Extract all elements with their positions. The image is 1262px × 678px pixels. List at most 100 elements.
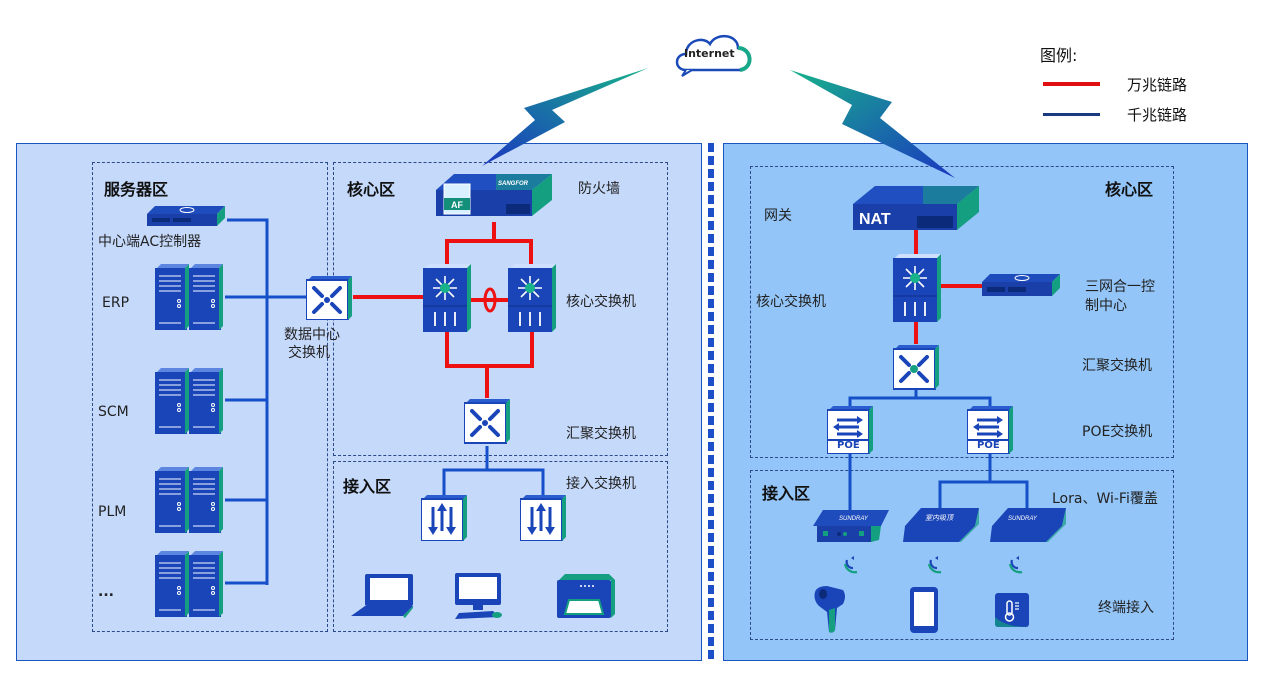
printer-icon (557, 574, 615, 618)
agg-switch-right-label: 汇聚交换机 (1082, 358, 1152, 374)
cloud-icon (675, 35, 752, 77)
firewall-label: 防火墙 (578, 181, 620, 197)
controller-appliance-icon (147, 206, 225, 226)
core-switch-icon (892, 253, 942, 323)
core-zone-right (750, 166, 1174, 458)
access-zone-left (333, 461, 668, 632)
server-scm[interactable] (154, 367, 227, 438)
server-label-plm: PLM (98, 504, 127, 520)
core-switch-icon (507, 263, 557, 333)
server-plm[interactable] (154, 466, 227, 537)
ac-controller-label: 中心端AC控制器 (98, 234, 202, 250)
server-label-scm: SCM (98, 404, 129, 420)
server-more[interactable] (154, 550, 227, 621)
nat-gateway-icon: NAT (853, 186, 979, 230)
ap-brand: SUNDRAY (839, 516, 869, 522)
poe-switch-b[interactable]: POE (965, 404, 1015, 458)
core-switch-icon (423, 264, 471, 332)
terminal-access-label: 终端接入 (1098, 600, 1154, 616)
terminal-laptop[interactable] (351, 572, 417, 622)
ap-brand: SUNDRAY (1008, 516, 1038, 522)
ceiling-ap-icon: 室内吸顶 (903, 508, 979, 542)
desktop-computer-icon (455, 573, 502, 619)
legend-ten-gig-swatch (1043, 82, 1100, 86)
legend-title: 图例: (1040, 46, 1078, 65)
panel-divider (708, 143, 714, 663)
access-switch-a[interactable] (420, 495, 467, 545)
indoor-ap-b[interactable]: SUNDRAY (990, 508, 1066, 548)
access-zone-left-title: 接入区 (343, 477, 392, 496)
nat-label: NAT (859, 211, 891, 228)
ceiling-ap-icon: SUNDRAY (990, 508, 1066, 542)
ac-controller-device[interactable] (147, 204, 227, 228)
core-switch-right[interactable] (892, 253, 942, 326)
agg-switch-left[interactable] (463, 398, 512, 448)
poe-switch-label: POE交换机 (1082, 424, 1153, 440)
controller-appliance-icon (982, 274, 1060, 296)
server-erp[interactable] (155, 263, 227, 334)
access-switch-b[interactable] (518, 493, 568, 545)
internet-label: Internet (684, 47, 735, 60)
indoor-ap-a[interactable]: 室内吸顶 (903, 508, 979, 548)
server-rack-icon (154, 550, 224, 618)
access-zone-right-title: 接入区 (762, 484, 811, 503)
core-switch-right-label: 核心交换机 (756, 294, 826, 310)
internet-cloud: Internet (672, 30, 756, 78)
aggregation-switch-icon (305, 276, 352, 321)
nat-gateway-device[interactable]: NAT (853, 186, 979, 236)
outdoor-ap-icon: SUNDRAY (813, 510, 889, 542)
aggregation-switch-icon (463, 399, 510, 444)
server-label-more: ... (98, 584, 114, 600)
control-center-label-1: 三网合一控 (1085, 279, 1155, 295)
terminal-barcode-scanner[interactable] (813, 586, 849, 638)
lora-gateway-ap[interactable]: SUNDRAY (811, 508, 889, 550)
firewall-badge: AF (451, 200, 463, 210)
wireless-signal-icon (843, 556, 865, 578)
core-zone-left-title: 核心区 (347, 180, 396, 199)
control-center-label-2: 制中心 (1085, 298, 1127, 314)
dc-switch-label-2: 交换机 (288, 345, 330, 361)
terminal-desktop[interactable] (453, 573, 503, 623)
core-switch-left-b[interactable] (507, 263, 557, 336)
wireless-signal-icon (927, 556, 949, 578)
thermometer-sensor-icon (995, 593, 1029, 627)
agg-switch-right[interactable] (892, 344, 941, 394)
access-switch-icon (518, 493, 568, 543)
dc-switch-device[interactable] (305, 276, 354, 324)
firewall-brand: SANGFOR (498, 181, 529, 187)
server-zone-title: 服务器区 (104, 180, 169, 199)
access-zone-right (750, 470, 1174, 640)
firewall-device[interactable]: AF SANGFOR (436, 172, 552, 224)
gateway-label: 网关 (764, 208, 792, 224)
poe-switch-icon (826, 406, 873, 455)
legend-ten-gig-label: 万兆链路 (1127, 76, 1188, 94)
poe-switch-a[interactable]: POE (826, 406, 873, 458)
core-zone-right-title: 核心区 (1105, 180, 1154, 199)
mobile-phone-icon (910, 587, 938, 633)
terminal-thermometer-sensor[interactable] (995, 593, 1031, 633)
dc-switch-label-1: 数据中心 (284, 327, 340, 343)
server-label-erp: ERP (102, 295, 130, 311)
terminal-mobile-phone[interactable] (910, 587, 938, 637)
server-rack-icon (154, 367, 224, 435)
agg-switch-left-label: 汇聚交换机 (566, 426, 636, 442)
legend-gig-label: 千兆链路 (1127, 106, 1188, 124)
barcode-scanner-icon (814, 586, 845, 633)
poe-badge: POE (837, 440, 860, 451)
firewall-icon: AF SANGFOR (436, 174, 552, 216)
legend-gig-swatch (1043, 113, 1100, 116)
terminal-printer[interactable] (555, 570, 617, 624)
core-switch-left-label: 核心交换机 (566, 294, 636, 310)
core-switch-left-a[interactable] (423, 264, 471, 336)
control-center-device[interactable] (982, 272, 1062, 302)
coverage-label: Lora、Wi-Fi覆盖 (1052, 491, 1158, 507)
server-zone (92, 162, 328, 632)
aggregation-switch-icon (892, 345, 939, 390)
server-rack-icon (154, 466, 224, 534)
access-switch-icon (420, 495, 467, 542)
access-switch-label: 接入交换机 (566, 476, 636, 492)
laptop-icon (351, 574, 413, 618)
wireless-signal-icon (1008, 556, 1030, 578)
ap-brand-cn: 室内吸顶 (925, 514, 955, 522)
poe-badge: POE (977, 440, 1000, 451)
